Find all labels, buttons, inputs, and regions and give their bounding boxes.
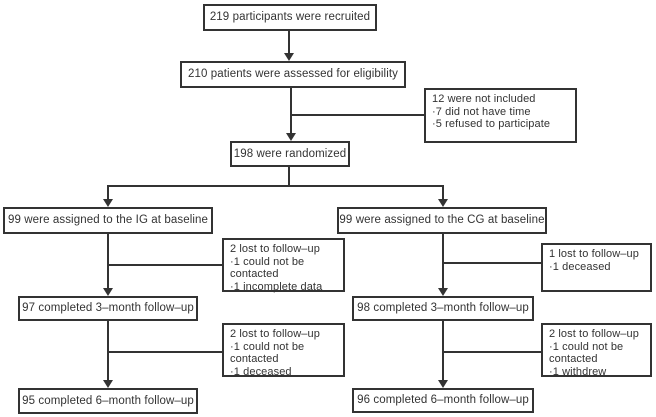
connector-to-cg-loss-3m: [443, 262, 541, 264]
flow-box-cg-loss-6m: 2 lost to follow–up ·1 could not be cont…: [541, 323, 652, 378]
flow-box-cg-6month: 96 completed 6–month follow–up: [352, 388, 534, 413]
arrowhead-icon: [103, 288, 113, 296]
flow-box-ig-loss-6m: 2 lost to follow–up ·1 could not be cont…: [222, 323, 345, 378]
connector-recruited-to-assessed: [288, 31, 290, 54]
not-included-line: ·5 refused to participate: [432, 118, 551, 130]
connector-cg-to-3m: [442, 234, 444, 289]
ig-loss-3m-line: ·1 could not be: [230, 255, 305, 268]
connector-split-to-ig: [107, 185, 109, 200]
cg-loss-3m-line: ·1 deceased: [549, 260, 611, 273]
ig-loss-6m-line: 2 lost to follow–up: [230, 328, 320, 340]
ig-loss-6m-line: ·1 could not be: [230, 340, 305, 353]
flow-box-assessed: 210 patients were assessed for eligibili…: [180, 61, 406, 88]
flow-box-ig-6month: 95 completed 6–month follow–up: [18, 388, 198, 414]
connector-to-ig-loss-6m: [108, 351, 222, 353]
cg-loss-6m-line: ·1 withdrew: [549, 365, 607, 378]
arrowhead-icon: [438, 288, 448, 296]
arrowhead-icon: [438, 380, 448, 388]
flow-box-cg-6month-label: 96 completed 6–month follow–up: [357, 394, 529, 406]
flow-box-cg-3month: 98 completed 3–month follow–up: [352, 296, 534, 321]
cg-loss-6m-line: 2 lost to follow–up: [549, 328, 639, 340]
connector-to-ig-loss-3m: [108, 264, 222, 266]
ig-loss-6m-line: contacted: [230, 353, 279, 365]
connector-ig-to-3m: [107, 234, 109, 289]
arrowhead-icon: [284, 53, 294, 61]
connector-randomized-stem: [288, 167, 290, 187]
cg-loss-6m-line: ·1 could not be: [549, 340, 624, 353]
ig-loss-3m-line: 2 lost to follow–up: [230, 243, 320, 255]
flow-box-recruited: 219 participants were recruited: [203, 4, 377, 31]
connector-randomization-split: [107, 185, 444, 187]
connector-to-cg-loss-6m: [443, 351, 541, 353]
cg-loss-3m-line: 1 lost to follow–up: [549, 248, 639, 260]
flow-box-cg-baseline-label: 99 were assigned to the CG at baseline: [339, 214, 545, 226]
flow-box-ig-6month-label: 95 completed 6–month follow–up: [22, 394, 194, 407]
flow-box-ig-3month-label: 97 completed 3–month follow–up: [22, 302, 194, 314]
flow-box-cg-loss-3m: 1 lost to follow–up ·1 deceased: [541, 243, 652, 292]
flow-box-ig-3month: 97 completed 3–month follow–up: [18, 296, 198, 321]
ig-loss-3m-line: contacted: [230, 268, 279, 280]
cg-loss-6m-line: contacted: [549, 353, 598, 365]
not-included-line: ·7 did not have time: [432, 105, 531, 118]
connector-assessed-to-randomized: [290, 88, 292, 134]
flow-box-cg-3month-label: 98 completed 3–month follow–up: [357, 302, 529, 314]
flow-box-ig-loss-3m: 2 lost to follow–up ·1 could not be cont…: [222, 238, 345, 293]
not-included-line: 12 were not included: [432, 93, 536, 105]
arrowhead-icon: [286, 133, 296, 141]
flow-box-recruited-label: 219 participants were recruited: [209, 11, 371, 23]
ig-loss-6m-line: ·1 deceased: [230, 365, 292, 378]
flow-box-randomized: 198 were randomized: [230, 141, 350, 167]
connector-split-to-cg: [442, 185, 444, 200]
flow-box-not-included: 12 were not included ·7 did not have tim…: [424, 88, 577, 143]
ig-loss-3m-line: ·1 incomplete data: [230, 280, 323, 293]
arrowhead-icon: [103, 199, 113, 207]
arrowhead-icon: [438, 199, 448, 207]
flow-box-ig-baseline-label: 99 were assigned to the IG at baseline: [7, 214, 209, 226]
flow-box-randomized-label: 198 were randomized: [233, 147, 347, 160]
flow-box-ig-baseline: 99 were assigned to the IG at baseline: [3, 207, 213, 234]
flow-box-assessed-label: 210 patients were assessed for eligibili…: [187, 68, 399, 80]
connector-to-not-included: [291, 114, 424, 116]
flow-box-cg-baseline: 99 were assigned to the CG at baseline: [337, 207, 547, 234]
arrowhead-icon: [103, 380, 113, 388]
